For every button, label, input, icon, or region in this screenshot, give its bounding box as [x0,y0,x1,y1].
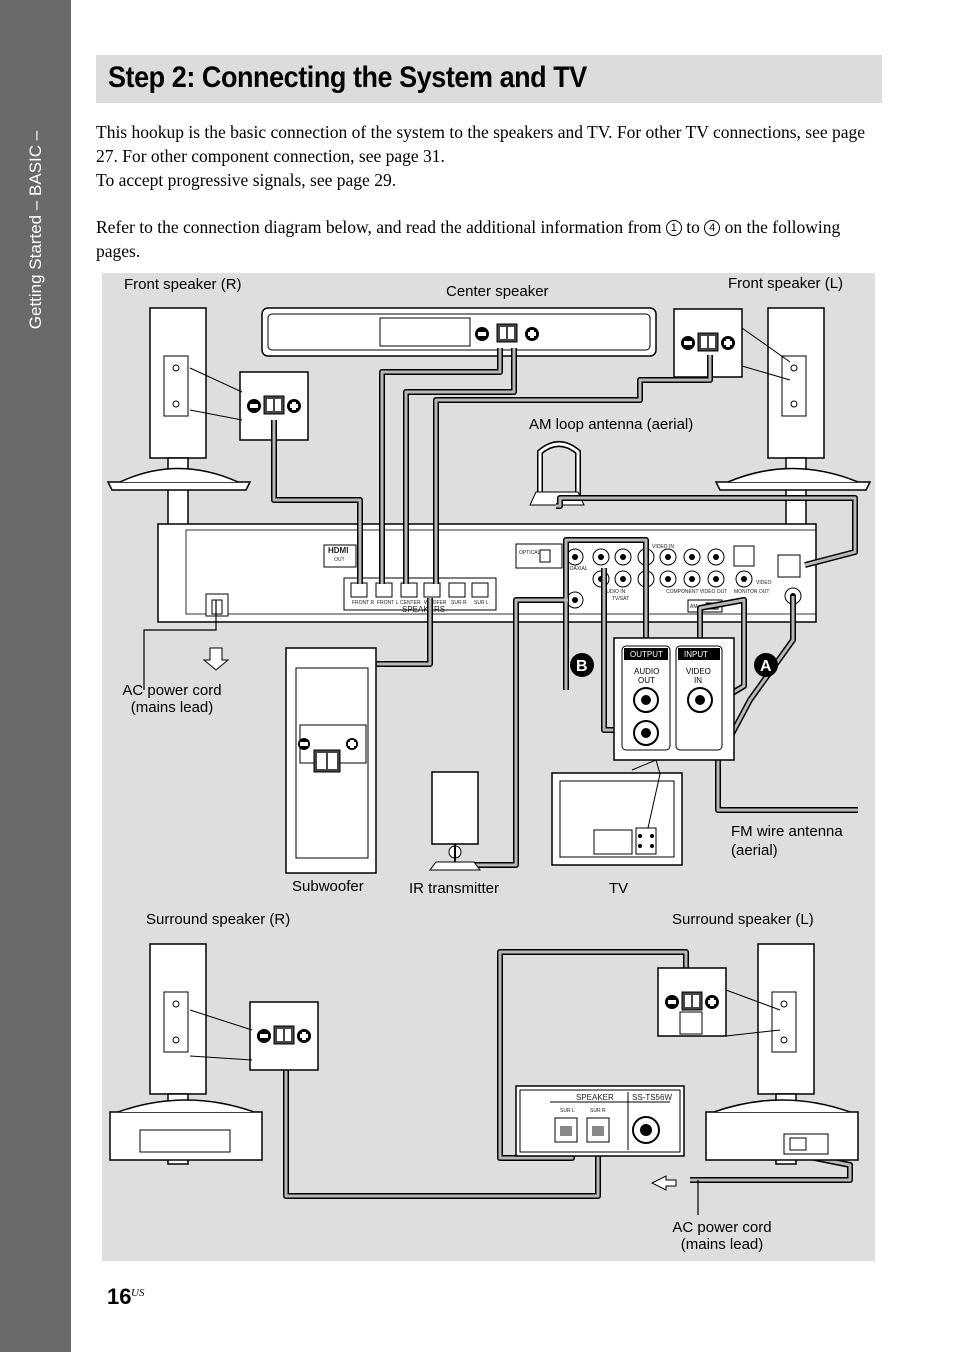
svg-text:TV/SAT: TV/SAT [612,596,629,602]
svg-text:AUDIO: AUDIO [634,667,659,676]
page-number: 16 [107,1284,132,1309]
surround-speaker-r-terminal [189,1001,319,1071]
ac-power-cord-2 [650,1175,699,1215]
tv-connection-panel: OUTPUT INPUT AUDIO OUT VIDEO IN [613,637,735,761]
svg-text:VIDEO IN: VIDEO IN [652,544,674,550]
surround-amplifier-panel: SPEAKER SS-TS56W SUR L SUR R [515,1085,685,1157]
front-speaker-r [106,307,252,529]
speaker-label: SPEAKER [576,1093,614,1102]
subwoofer [285,647,377,874]
diagram-background [102,273,875,1261]
svg-text:COAXIAL: COAXIAL [566,566,588,572]
intro-paragraph-2: To accept progressive signals, see page … [96,170,397,190]
circled-number-4: 4 [704,220,721,236]
ac-power-cord-2-label: AC power cord (mains lead) [672,1219,772,1253]
subwoofer-label: Subwoofer [292,878,364,895]
svg-text:B: B [576,658,588,675]
ac-power-cord-1 [143,600,230,690]
surround-speaker-r [109,943,263,1165]
intro-paragraph-1: This hookup is the basic connection of t… [96,122,866,166]
front-speaker-r-terminal [189,367,309,441]
svg-text:OUT: OUT [334,557,345,563]
front-speaker-l [714,307,872,529]
svg-text:FRONT R: FRONT R [352,600,375,606]
marker-a: A [754,653,778,677]
am-antenna-label: AM loop antenna (aerial) [529,416,694,433]
tv-label: TV [609,880,629,897]
svg-text:IN: IN [694,676,702,685]
hdmi-label: HDMI [328,546,348,555]
svg-text:WOOFER: WOOFER [424,600,447,606]
circled-number-1: 1 [665,220,682,236]
svg-text:SUR L: SUR L [474,600,489,606]
marker-b: B [570,653,594,677]
svg-text:FRONT L: FRONT L [377,600,399,606]
center-speaker [261,307,657,357]
svg-text:SUR R: SUR R [451,600,467,606]
svg-text:AUDIO IN: AUDIO IN [603,589,626,595]
svg-text:MONITOR OUT: MONITOR OUT [734,589,769,595]
model-label: SS-TS56W [632,1093,672,1102]
page-number-suffix: US [131,1287,145,1299]
svg-text:A: A [760,658,772,675]
surround-speaker-l-terminal [657,967,781,1037]
svg-text:SUR L: SUR L [560,1108,575,1114]
input-label: INPUT [684,650,708,659]
svg-text:AM: AM [690,604,698,610]
page-title: Step 2: Connecting the System and TV [108,61,587,94]
intro-paragraph-3: Refer to the connection diagram below, a… [96,217,841,261]
tv [551,759,683,866]
speakers-label: SPEAKERS [402,605,445,614]
svg-text:COMPONENT VIDEO OUT: COMPONENT VIDEO OUT [666,589,727,595]
front-speaker-l-label: Front speaker (L) [728,275,844,292]
svg-text:VIDEO: VIDEO [756,580,772,586]
svg-text:OPTICAL: OPTICAL [519,550,541,556]
ir-transmitter [429,771,481,871]
surround-speaker-r-label: Surround speaker (R) [146,911,291,928]
surround-speaker-l-label: Surround speaker (L) [672,911,814,928]
svg-text:SUR R: SUR R [590,1108,606,1114]
front-speaker-r-label: Front speaker (R) [124,276,242,293]
svg-text:OUT: OUT [638,676,655,685]
intro-text: This hookup is the basic connection of t… [96,120,886,263]
surround-speaker-l [705,943,859,1165]
output-label: OUTPUT [630,650,663,659]
title-bar: Step 2: Connecting the System and TV [96,55,882,103]
front-speaker-l-terminal [673,308,791,381]
svg-text:VIDEO: VIDEO [686,667,711,676]
fm-antenna-label: FM wire antenna (aerial) [731,823,843,859]
ac-power-cord-1-label: AC power cord (mains lead) [122,682,222,716]
center-speaker-label: Center speaker [446,283,549,300]
side-tab: Getting Started – BASIC – [0,0,71,1352]
ir-transmitter-label: IR transmitter [409,880,500,897]
svg-text:CENTER: CENTER [400,600,421,606]
